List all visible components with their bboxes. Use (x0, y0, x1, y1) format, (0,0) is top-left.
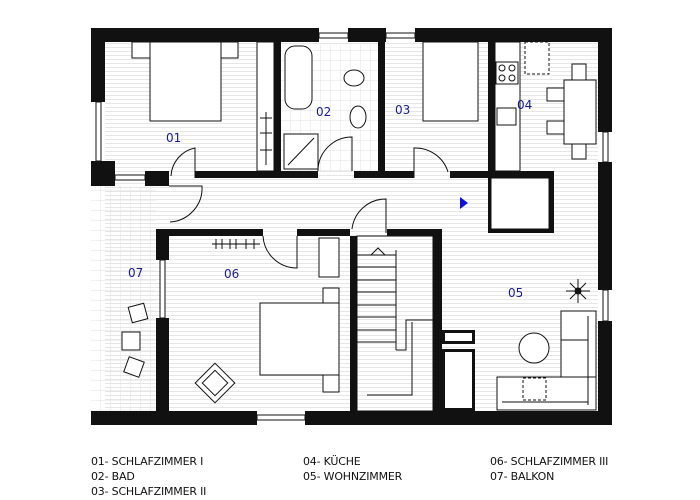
legend-column-2: 04- KÜCHE 05- WOHNZIMMER (303, 454, 402, 484)
burner (508, 74, 516, 82)
dashed-cabinet (524, 41, 550, 75)
wall-top-2 (348, 28, 386, 42)
window-04[interactable] (602, 131, 609, 163)
plant-icon (566, 279, 590, 303)
wall-top-1 (91, 28, 319, 42)
nightstand (322, 374, 340, 393)
bed-06 (259, 302, 340, 376)
window-03[interactable] (385, 32, 416, 39)
room-label-02: 02 (316, 105, 331, 119)
wall-02-03 (378, 42, 385, 178)
chair (571, 143, 587, 160)
window-05[interactable] (602, 289, 609, 322)
door-02[interactable] (317, 136, 353, 172)
stove (495, 61, 519, 85)
window-06-side[interactable] (159, 259, 166, 319)
washbasin (349, 105, 367, 129)
chair (571, 63, 587, 81)
dining-table (563, 79, 597, 145)
door-01[interactable] (170, 147, 196, 178)
wall-06-stair (350, 236, 357, 411)
legend-item: 06- SCHLAFZIMMER III (490, 455, 609, 468)
wall-hall-top-2 (354, 171, 414, 178)
wardrobe-01 (256, 41, 275, 172)
legend-item: 07- BALKON (490, 470, 555, 483)
wall-right-3 (598, 321, 612, 425)
wall-hall-bottom-1 (156, 229, 263, 236)
closet-top-inner (445, 333, 472, 341)
bathtub (284, 45, 313, 110)
legend-item: 02- BAD (91, 470, 135, 483)
toilet (343, 69, 365, 87)
wall-left-1 (91, 28, 105, 102)
wall-top-3 (415, 28, 612, 42)
kitchen-sink (496, 107, 517, 126)
burner (498, 64, 506, 72)
room-labels: 01 02 03 04 05 06 07 (128, 98, 532, 300)
wall-hall-top-1 (195, 171, 318, 178)
armchair (194, 362, 236, 404)
window-06-bottom[interactable] (256, 414, 306, 421)
room-label-06: 06 (224, 267, 239, 281)
room-label-05: 05 (508, 286, 523, 300)
door-06[interactable] (262, 235, 298, 269)
wall-left-2 (91, 161, 115, 186)
door-stair[interactable] (351, 198, 387, 233)
wall-stair-right (433, 236, 442, 411)
furniture (121, 41, 597, 412)
window-balcony-top[interactable] (114, 174, 146, 181)
wall-hall-bottom-2 (297, 229, 350, 236)
closet-inner (445, 352, 472, 408)
wall-bottom-1 (91, 411, 257, 425)
floor-plan: 01 02 03 04 05 06 07 (91, 28, 612, 425)
window-01[interactable] (95, 101, 102, 162)
door-balcony[interactable] (169, 185, 203, 223)
walls (91, 28, 612, 425)
bed-03 (422, 41, 479, 122)
wall-06-left-1 (156, 229, 169, 260)
window-bath[interactable] (318, 32, 349, 39)
shaft-inner (490, 177, 550, 230)
burner (508, 64, 516, 72)
staircase[interactable] (356, 235, 434, 412)
windows (95, 32, 609, 421)
balcony-table (121, 331, 141, 351)
balcony-chair (127, 302, 149, 324)
room-label-04: 04 (517, 98, 532, 112)
room-label-01: 01 (166, 131, 181, 145)
round-table (518, 332, 550, 364)
wall-right-2 (598, 162, 612, 290)
room-label-03: 03 (395, 103, 410, 117)
room-label-07: 07 (128, 266, 143, 280)
doors (169, 136, 449, 269)
wall-bottom-2 (305, 411, 612, 425)
balcony-floor-tiles (91, 186, 156, 411)
chair (546, 120, 565, 135)
wall-06-left-2 (156, 318, 169, 411)
legend-item: 05- WOHNZIMMER (303, 470, 403, 483)
wall-left-3 (145, 171, 169, 186)
wall-03-04 (488, 42, 495, 178)
chair (546, 87, 565, 102)
coffee-table-dashed (522, 377, 547, 401)
balcony-chair (123, 356, 145, 378)
triangle-right-icon (460, 197, 468, 209)
wall-hall-bottom-3 (387, 229, 442, 236)
burner (498, 74, 506, 82)
legend-item: 01- SCHLAFZIMMER I (91, 455, 204, 468)
legend-column-3: 06- SCHLAFZIMMER III 07- BALKON (490, 454, 608, 484)
hangers-06 (215, 239, 255, 249)
door-03[interactable] (413, 147, 449, 178)
shower-line (287, 137, 315, 166)
shelf-06 (318, 237, 340, 278)
legend-item: 03- SCHLAFZIMMER II (91, 485, 207, 498)
nightstand (322, 287, 340, 305)
legend-item: 04- KÜCHE (303, 455, 361, 468)
wall-right-1 (598, 28, 612, 132)
bed-01 (149, 41, 222, 122)
wall-01-02 (274, 42, 281, 178)
legend-column-1: 01- SCHLAFZIMMER I 02- BAD 03- SCHLAFZIM… (91, 454, 206, 499)
